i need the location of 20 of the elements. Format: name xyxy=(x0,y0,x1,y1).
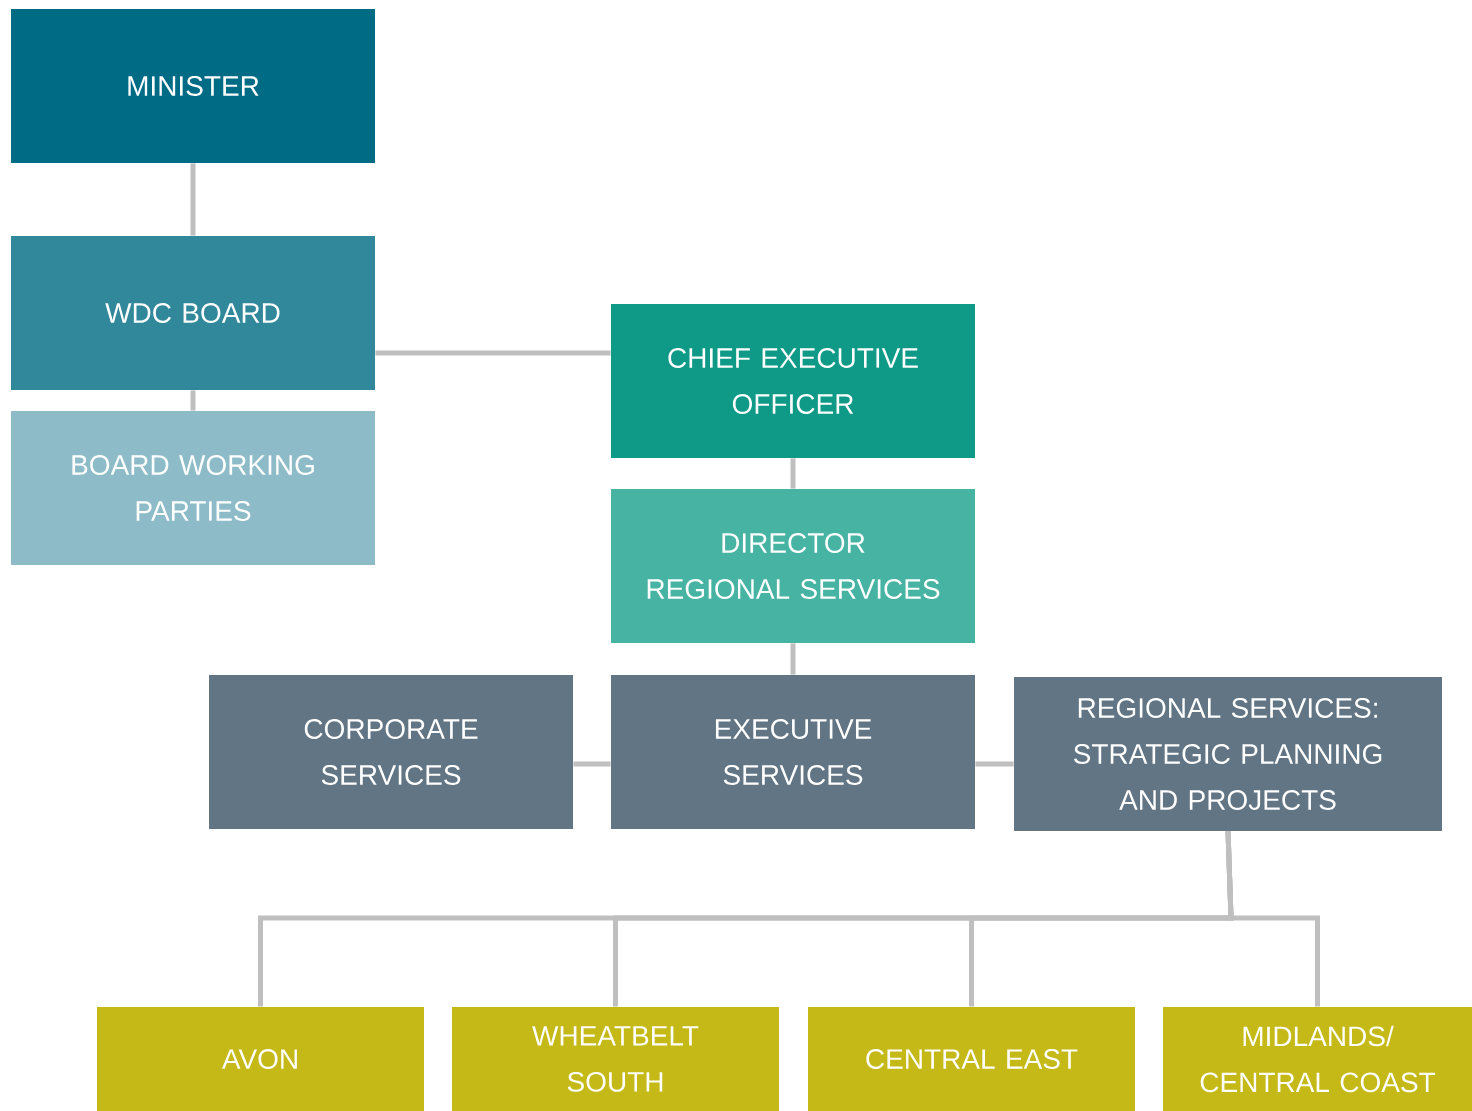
connector-line xyxy=(375,350,611,356)
org-box: CENTRAL EAST xyxy=(808,1007,1135,1111)
org-box: MIDLANDS/ CENTRAL COAST xyxy=(1163,1007,1472,1111)
org-box: EXECUTIVE SERVICES xyxy=(611,675,975,829)
org-box: REGIONAL SERVICES: STRATEGIC PLANNING AND PROJECTS xyxy=(1014,677,1442,831)
connector-line xyxy=(790,458,796,489)
org-box: WHEATBELT SOUTH xyxy=(452,1007,779,1111)
connector-line xyxy=(190,163,196,236)
org-box: AVON xyxy=(97,1007,424,1111)
connector-line xyxy=(975,761,1014,767)
connector-line xyxy=(573,761,611,767)
org-box: CHIEF EXECUTIVE OFFICER xyxy=(611,304,975,458)
org-box: WDC BOARD xyxy=(11,236,375,390)
connector-line xyxy=(190,390,196,411)
connector-line xyxy=(1225,831,1320,1007)
connector-line xyxy=(790,643,796,675)
org-box: DIRECTOR REGIONAL SERVICES xyxy=(611,489,975,643)
org-box: CORPORATE SERVICES xyxy=(209,675,573,829)
org-box: MINISTER xyxy=(11,9,375,163)
org-box: BOARD WORKING PARTIES xyxy=(11,411,375,565)
